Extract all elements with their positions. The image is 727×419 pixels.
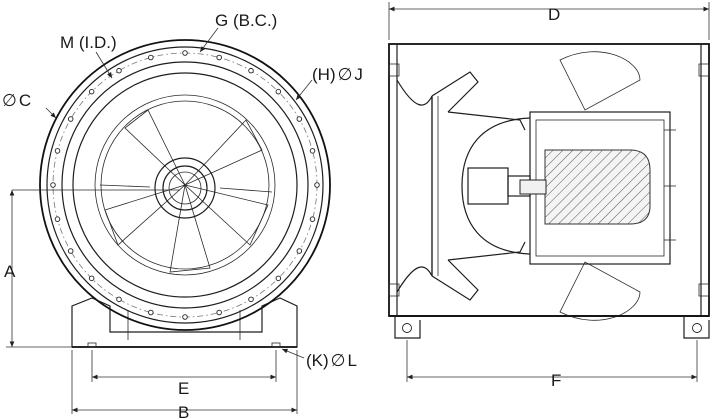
front-base-support bbox=[71, 297, 298, 348]
bolt-hole bbox=[50, 182, 56, 188]
label-diameter-c: ∅C bbox=[2, 91, 31, 110]
bolt-hole bbox=[216, 54, 222, 61]
bolt-hole bbox=[54, 148, 61, 154]
bolt-hole bbox=[88, 275, 95, 282]
bolt-hole bbox=[116, 67, 122, 74]
hub-bore bbox=[168, 171, 202, 205]
bolt-hole bbox=[182, 314, 188, 320]
label-a: A bbox=[4, 262, 16, 281]
label-h: (H) bbox=[312, 65, 336, 84]
hub-inner bbox=[162, 165, 208, 211]
label-l: L bbox=[347, 351, 356, 370]
diameter-symbol: ∅ bbox=[2, 91, 17, 110]
housing-ring bbox=[72, 72, 298, 298]
inside-diameter-circle bbox=[61, 61, 309, 309]
bolt-hole bbox=[275, 88, 282, 95]
side-flange-details bbox=[388, 63, 710, 297]
bolt-hole bbox=[182, 50, 188, 56]
bolt-hole bbox=[309, 148, 316, 154]
bolt-hole bbox=[314, 182, 320, 188]
bolt-hole bbox=[296, 116, 303, 122]
label-c: C bbox=[19, 91, 31, 110]
bolt-hole bbox=[67, 248, 74, 254]
diameter-symbol: ∅ bbox=[338, 65, 353, 84]
label-d: D bbox=[548, 5, 560, 24]
bolt-hole bbox=[296, 248, 303, 254]
label-e: E bbox=[178, 379, 189, 398]
hub-collar bbox=[467, 167, 509, 205]
inlet-bell bbox=[396, 79, 439, 293]
label-g-bc: G (B.C.) bbox=[215, 11, 277, 30]
bolt-hole bbox=[275, 275, 282, 282]
label-h-diameter-j: (H)∅J bbox=[312, 65, 363, 84]
bolt-hole bbox=[309, 216, 316, 222]
label-j: J bbox=[354, 65, 363, 84]
bolt-hole bbox=[248, 67, 254, 74]
bolt-hole bbox=[148, 309, 154, 316]
motor-core-hatched bbox=[544, 149, 651, 225]
dimension-lines bbox=[6, 2, 710, 414]
label-k-diameter-l: (K)∅L bbox=[306, 351, 357, 370]
side-view bbox=[388, 43, 710, 339]
label-f: F bbox=[551, 371, 561, 390]
side-blade-profile bbox=[431, 51, 641, 321]
label-m-id: M (I.D.) bbox=[60, 33, 117, 52]
hub-dome bbox=[461, 117, 531, 255]
bolt-hole bbox=[148, 54, 154, 61]
bolt-hole bbox=[116, 296, 122, 303]
hub-outer bbox=[154, 157, 216, 219]
bolt-hole bbox=[54, 216, 61, 222]
front-view bbox=[12, 39, 331, 348]
diameter-symbol: ∅ bbox=[331, 351, 346, 370]
flange-inner-edge bbox=[46, 46, 324, 324]
label-b: B bbox=[178, 403, 189, 419]
label-k: (K) bbox=[306, 351, 329, 370]
motor-fasteners bbox=[664, 129, 676, 241]
bolt-hole bbox=[216, 309, 222, 316]
side-base bbox=[389, 315, 710, 339]
bolt-hole bbox=[88, 88, 95, 95]
bolt-hole bbox=[248, 296, 254, 303]
blade-assembly bbox=[99, 109, 273, 273]
outer-flange-circle bbox=[39, 39, 331, 331]
blade-tip-circle bbox=[94, 94, 276, 276]
dimension-labels: A E B D F ∅C M (I.D.) G (B.C.) (H)∅J (K)… bbox=[2, 5, 561, 419]
flange-bolt-holes bbox=[50, 50, 320, 320]
bolt-hole bbox=[67, 116, 74, 122]
